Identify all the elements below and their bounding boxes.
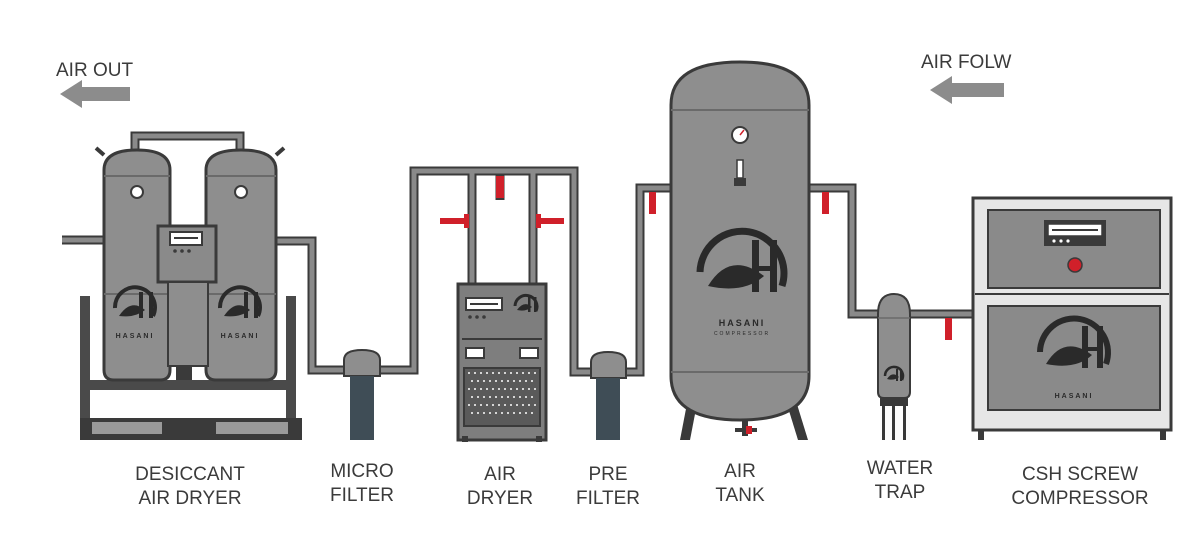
logo-icon: [696, 227, 788, 292]
label-line: DRYER: [466, 488, 534, 509]
air-tank-label: AIR TANK: [700, 460, 780, 508]
micro-filter-label: MICRO FILTER: [312, 460, 412, 508]
vent-grille: [468, 372, 536, 414]
csh-screw-compressor: HASANI: [971, 196, 1173, 440]
air-out-label: AIR OUT: [56, 60, 134, 81]
label-line: AIR DRYER: [138, 488, 242, 509]
label-line: FILTER: [575, 488, 641, 509]
label-line: AIR: [484, 464, 516, 485]
logo-icon: [1037, 315, 1111, 368]
logo-icon: [883, 365, 905, 381]
air-tank: HASANI COMPRESSOR: [669, 60, 811, 440]
water-trap-label: WATER TRAP: [850, 457, 950, 505]
air-out-arrow: [60, 80, 130, 108]
air-flow-label: AIR FOLW: [921, 52, 1012, 73]
pre-filter-label: PRE FILTER: [563, 463, 653, 511]
logo-icon: [217, 285, 262, 318]
label-line: TANK: [715, 485, 765, 506]
compressor-label: CSH SCREW COMPRESSOR: [1000, 463, 1160, 511]
desiccant-air-dryer: HASANI HASANI: [80, 146, 302, 440]
air-flow-arrow: [930, 76, 1004, 104]
label-line: DESICCANT: [135, 464, 245, 485]
logo-icon: [513, 294, 539, 312]
valves: [440, 176, 952, 340]
label-line: CSH SCREW: [1021, 464, 1139, 485]
label-line: TRAP: [874, 482, 926, 503]
label-line: MICRO: [330, 461, 394, 482]
water-trap: [877, 292, 911, 440]
piping-inner: [62, 133, 975, 375]
label-line: FILTER: [329, 485, 395, 506]
air-dryer-label: AIR DRYER: [455, 463, 545, 511]
brand-name-text: HASANI: [1055, 393, 1094, 400]
pre-filter: [590, 350, 627, 440]
brand-name-text: HASANI: [221, 333, 260, 340]
desiccant-air-dryer-label: DESICCANT AIR DRYER: [120, 463, 260, 511]
air-dryer: [456, 282, 548, 442]
brand-sub-text: COMPRESSOR: [714, 331, 770, 337]
label-line: COMPRESSOR: [1011, 488, 1149, 509]
label-line: PRE: [588, 464, 628, 485]
brand-name-text: HASANI: [116, 333, 155, 340]
brand-name-text: HASANI: [719, 318, 766, 328]
label-line: WATER: [866, 458, 934, 479]
label-line: AIR: [724, 461, 756, 482]
micro-filter: [343, 348, 381, 440]
logo-icon: [112, 285, 157, 318]
